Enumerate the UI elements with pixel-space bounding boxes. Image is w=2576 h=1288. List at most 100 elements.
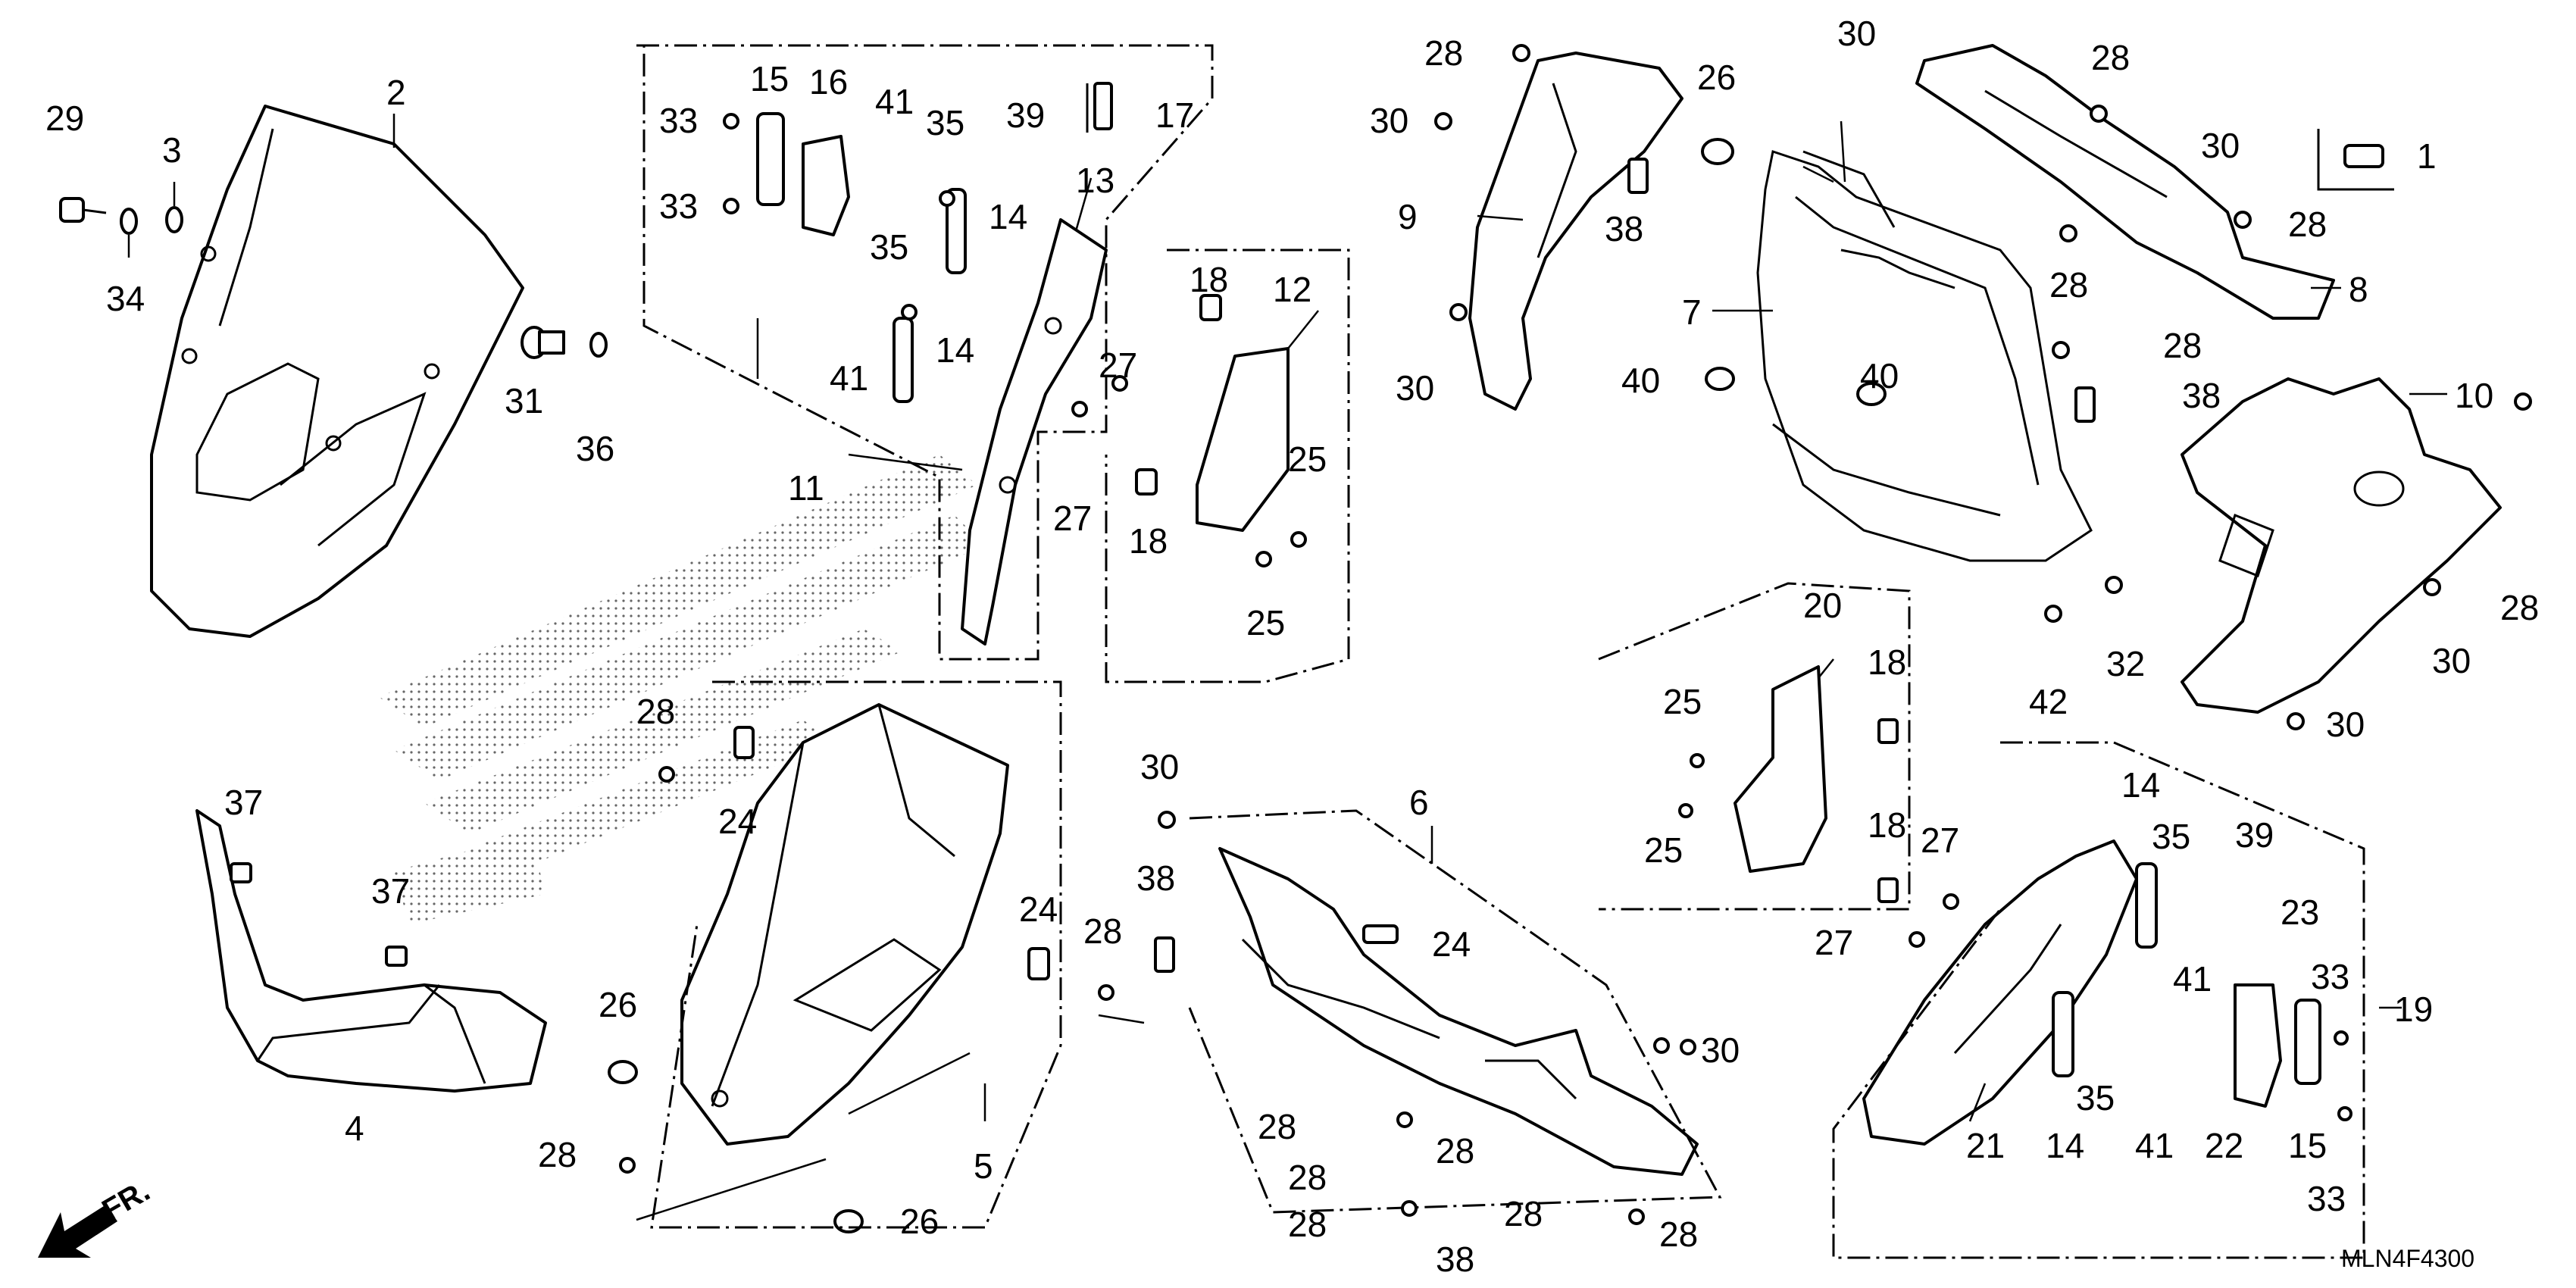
callout-15a: 15: [750, 59, 789, 98]
callout-28g: 28: [636, 692, 675, 731]
callout-28k: 28: [1436, 1131, 1474, 1171]
front-direction-indicator: FR.: [38, 1174, 155, 1258]
reference-code: MLN4F4300: [2341, 1245, 2474, 1272]
fasteners: [619, 44, 2532, 1225]
callout-25b: 25: [1246, 603, 1285, 642]
callout-27c: 27: [1921, 821, 1959, 860]
callout-33d: 33: [2307, 1179, 2346, 1218]
callout-28h: 28: [1083, 911, 1122, 951]
part-26-nut: [608, 138, 1734, 1233]
part-9-side-panel: [1468, 52, 1683, 411]
callout-30b: 30: [1396, 368, 1434, 408]
callout-18c: 18: [1868, 642, 1906, 682]
callout-28f: 28: [2500, 588, 2539, 627]
callout-39a: 39: [1006, 95, 1045, 135]
callout-7: 7: [1682, 292, 1702, 332]
callout-33b: 33: [659, 186, 698, 226]
part-24-pad: [733, 726, 1399, 980]
callout-35d: 35: [2076, 1078, 2115, 1118]
callout-15b: 15: [2288, 1126, 2327, 1165]
callout-41a: 41: [875, 82, 914, 121]
callout-33c: 33: [2311, 957, 2349, 996]
callout-5: 5: [974, 1146, 993, 1186]
part-3-washer: [165, 206, 183, 233]
callout-33a: 33: [659, 101, 698, 140]
callout-27a: 27: [1099, 345, 1137, 385]
callout-12: 12: [1273, 270, 1311, 309]
part-36-nut: [589, 332, 608, 358]
callout-40b: 40: [1860, 356, 1899, 395]
callout-13: 13: [1076, 161, 1114, 200]
part-40-grommet: [1705, 367, 1887, 406]
callout-34: 34: [106, 279, 145, 318]
part-6-inner-cover: [1218, 847, 1699, 1176]
callout-27d: 27: [1815, 923, 1853, 962]
callout-14c: 14: [2121, 765, 2160, 805]
group-outlines: [636, 44, 2365, 1259]
callout-35b: 35: [870, 227, 908, 267]
part-37-clip: [230, 862, 408, 967]
callout-28n: 28: [1288, 1205, 1327, 1244]
callout-30e: 30: [2432, 641, 2471, 680]
part-4-lower-cowl: [195, 809, 547, 1093]
callout-40a: 40: [1621, 361, 1660, 400]
dotted-watermark: [379, 455, 985, 924]
callout-38c: 38: [1136, 858, 1175, 898]
callout-30g: 30: [1140, 747, 1179, 786]
callout-28d: 28: [2049, 265, 2088, 305]
callout-4: 4: [345, 1108, 364, 1148]
part-13-stay: [961, 218, 1108, 646]
callout-36: 36: [576, 429, 614, 468]
callout-42: 42: [2029, 682, 2068, 721]
part-19-parts-set: [2052, 862, 2321, 1108]
callout-26a: 26: [1697, 58, 1736, 97]
callout-28j: 28: [1258, 1107, 1296, 1146]
callout-16: 16: [809, 62, 848, 102]
callout-25d: 25: [1644, 830, 1683, 870]
callout-14a: 14: [989, 197, 1027, 236]
callout-17: 17: [1155, 95, 1194, 135]
callout-32: 32: [2106, 644, 2145, 683]
part-14-rail: [893, 188, 967, 403]
callout-30a: 30: [1370, 101, 1408, 140]
callout-6: 6: [1409, 783, 1429, 822]
callout-30h: 30: [1701, 1030, 1740, 1070]
callout-35c: 35: [2152, 817, 2190, 856]
callout-41d: 41: [2135, 1126, 2174, 1165]
callout-14b: 14: [936, 330, 974, 370]
front-arrow-icon: [38, 1205, 117, 1258]
callout-30f: 30: [2326, 705, 2365, 744]
part-2-windscreen: [150, 105, 524, 638]
callout-10: 10: [2455, 376, 2493, 415]
part-20-plate: [1733, 665, 1899, 903]
callout-41b: 41: [830, 358, 868, 398]
callout-1: 1: [2417, 136, 2437, 176]
callout-28e: 28: [2163, 326, 2202, 365]
callout-28b: 28: [2091, 38, 2130, 77]
callout-38a: 38: [1605, 209, 1643, 249]
callout-11: 11: [788, 468, 824, 508]
callout-28o: 28: [1659, 1215, 1698, 1254]
callout-24c: 24: [1432, 924, 1471, 964]
part-15-16-bracket: [756, 112, 850, 236]
callout-28i: 28: [538, 1135, 577, 1174]
part-12-plate: [1135, 294, 1290, 532]
callout-26b: 26: [599, 985, 637, 1024]
callout-labels: 1 2 3 4 5 6 7 8 9 10 11 12 13 14 14 14 1…: [45, 14, 2539, 1279]
callout-18a: 18: [1190, 260, 1228, 299]
part-34-collar: [120, 208, 138, 235]
callout-22: 22: [2205, 1126, 2243, 1165]
callout-31: 31: [505, 381, 543, 420]
callout-28l: 28: [1288, 1158, 1327, 1197]
part-10-side-cover: [2181, 377, 2502, 714]
callout-2: 2: [386, 73, 406, 112]
callout-26c: 26: [900, 1202, 939, 1241]
callout-41c: 41: [2173, 959, 2212, 999]
part-31-grommet: [521, 326, 565, 359]
callout-25a: 25: [1288, 439, 1327, 479]
callout-27b: 27: [1053, 499, 1092, 538]
callout-24a: 24: [718, 802, 757, 841]
part-1-clip: [2317, 129, 2394, 191]
callout-19: 19: [2394, 989, 2433, 1029]
callout-37a: 37: [224, 783, 263, 822]
